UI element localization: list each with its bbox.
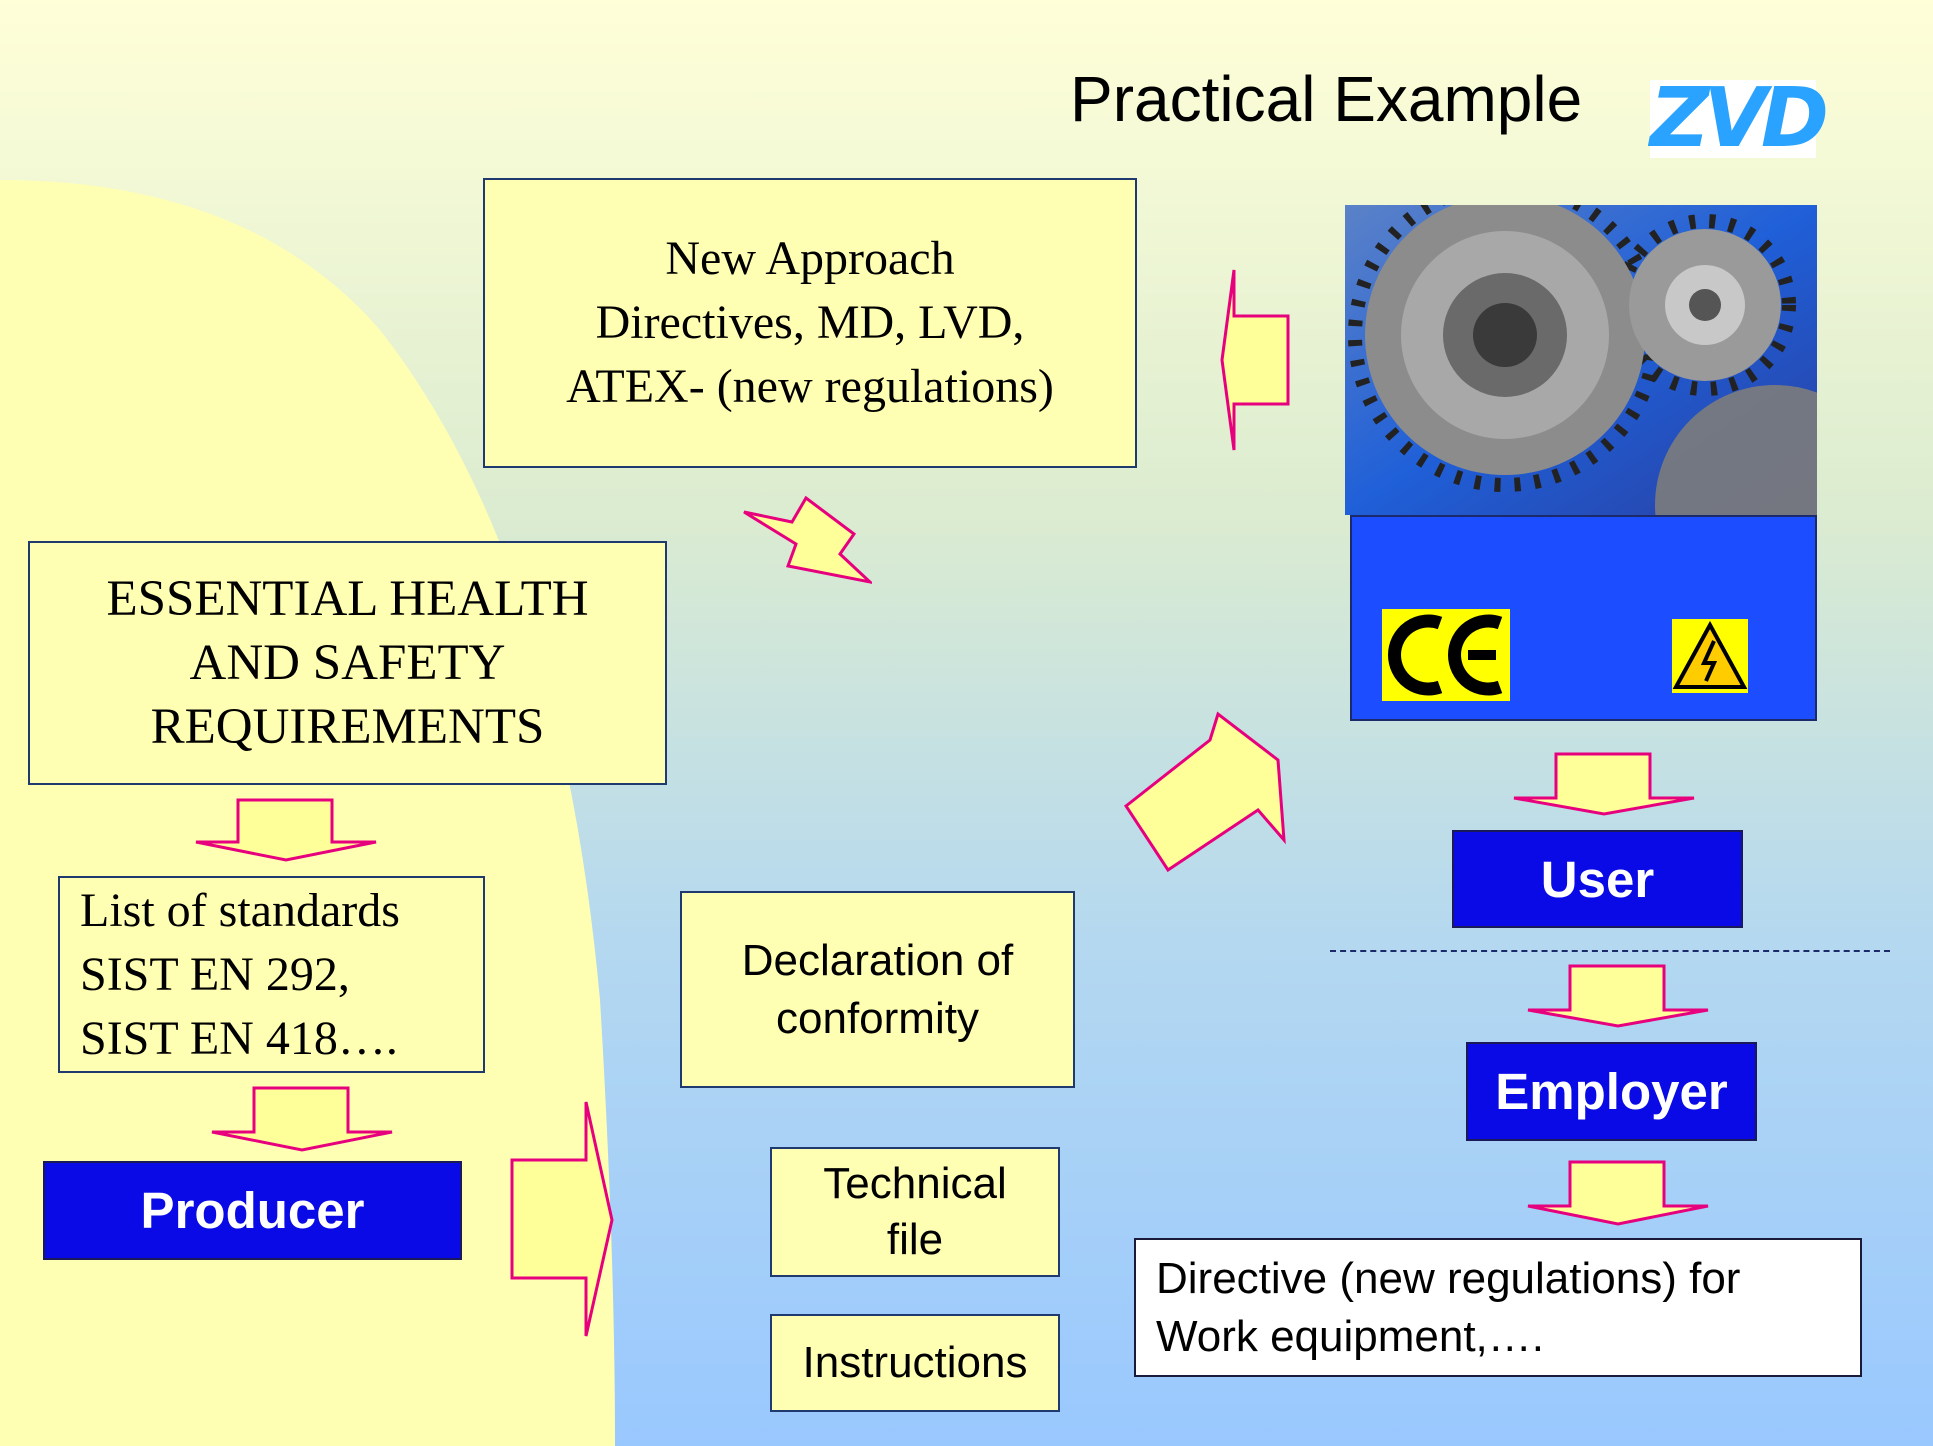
arrow-from-employer-to-directive (1527, 1160, 1709, 1226)
ehsr-box: ESSENTIAL HEALTH AND SAFETY REQUIREMENTS (28, 541, 667, 785)
electrical-hazard-icon (1672, 619, 1748, 693)
directive-work-text: Directive (new regulations) for Work equ… (1156, 1253, 1741, 1361)
ehsr-text: ESSENTIAL HEALTH AND SAFETY REQUIREMENTS (106, 571, 589, 755)
arrow-from-new-approach-to-ehsr (743, 495, 872, 584)
ce-mark-icon (1382, 609, 1510, 701)
slide-title: Practical Example (1070, 63, 1583, 135)
arrow-from-producer-to-documents (510, 1101, 614, 1337)
instructions-text: Instructions (802, 1338, 1028, 1387)
producer-box: Producer (43, 1161, 462, 1260)
arrow-from-standards-to-producer (211, 1086, 393, 1152)
employer-box: Employer (1466, 1042, 1757, 1141)
declaration-text: Declaration of conformity (741, 935, 1014, 1043)
directive-work-box: Directive (new regulations) for Work equ… (1134, 1238, 1862, 1377)
standards-text: List of standards SIST EN 292, SIST EN 4… (80, 883, 400, 1065)
employer-label: Employer (1495, 1063, 1728, 1120)
technical-file-text: Technical file (823, 1159, 1007, 1264)
arrow-from-ehsr-to-standards (195, 798, 377, 862)
gears-icon (1345, 205, 1817, 515)
arrow-from-machine-to-user (1513, 752, 1695, 816)
standards-box: List of standards SIST EN 292, SIST EN 4… (58, 876, 485, 1073)
machine-illustration (1345, 205, 1817, 721)
user-box: User (1452, 830, 1743, 928)
arrow-from-user-to-employer (1527, 964, 1709, 1028)
technical-file-box: Technical file (770, 1147, 1060, 1277)
arrow-from-documents-to-machine (1123, 711, 1286, 872)
dashed-divider (1330, 950, 1890, 952)
new-approach-box: New Approach Directives, MD, LVD, ATEX- … (483, 178, 1137, 468)
declaration-box: Declaration of conformity (680, 891, 1075, 1088)
zvd-logo: ZVD (1650, 71, 1829, 166)
instructions-box: Instructions (770, 1314, 1060, 1412)
user-label: User (1540, 850, 1655, 908)
arrow-from-machine-to-new-approach (1220, 269, 1290, 451)
new-approach-text: New Approach Directives, MD, LVD, ATEX- … (566, 232, 1054, 413)
producer-label: Producer (140, 1182, 365, 1239)
machine-label-plate (1350, 515, 1817, 721)
